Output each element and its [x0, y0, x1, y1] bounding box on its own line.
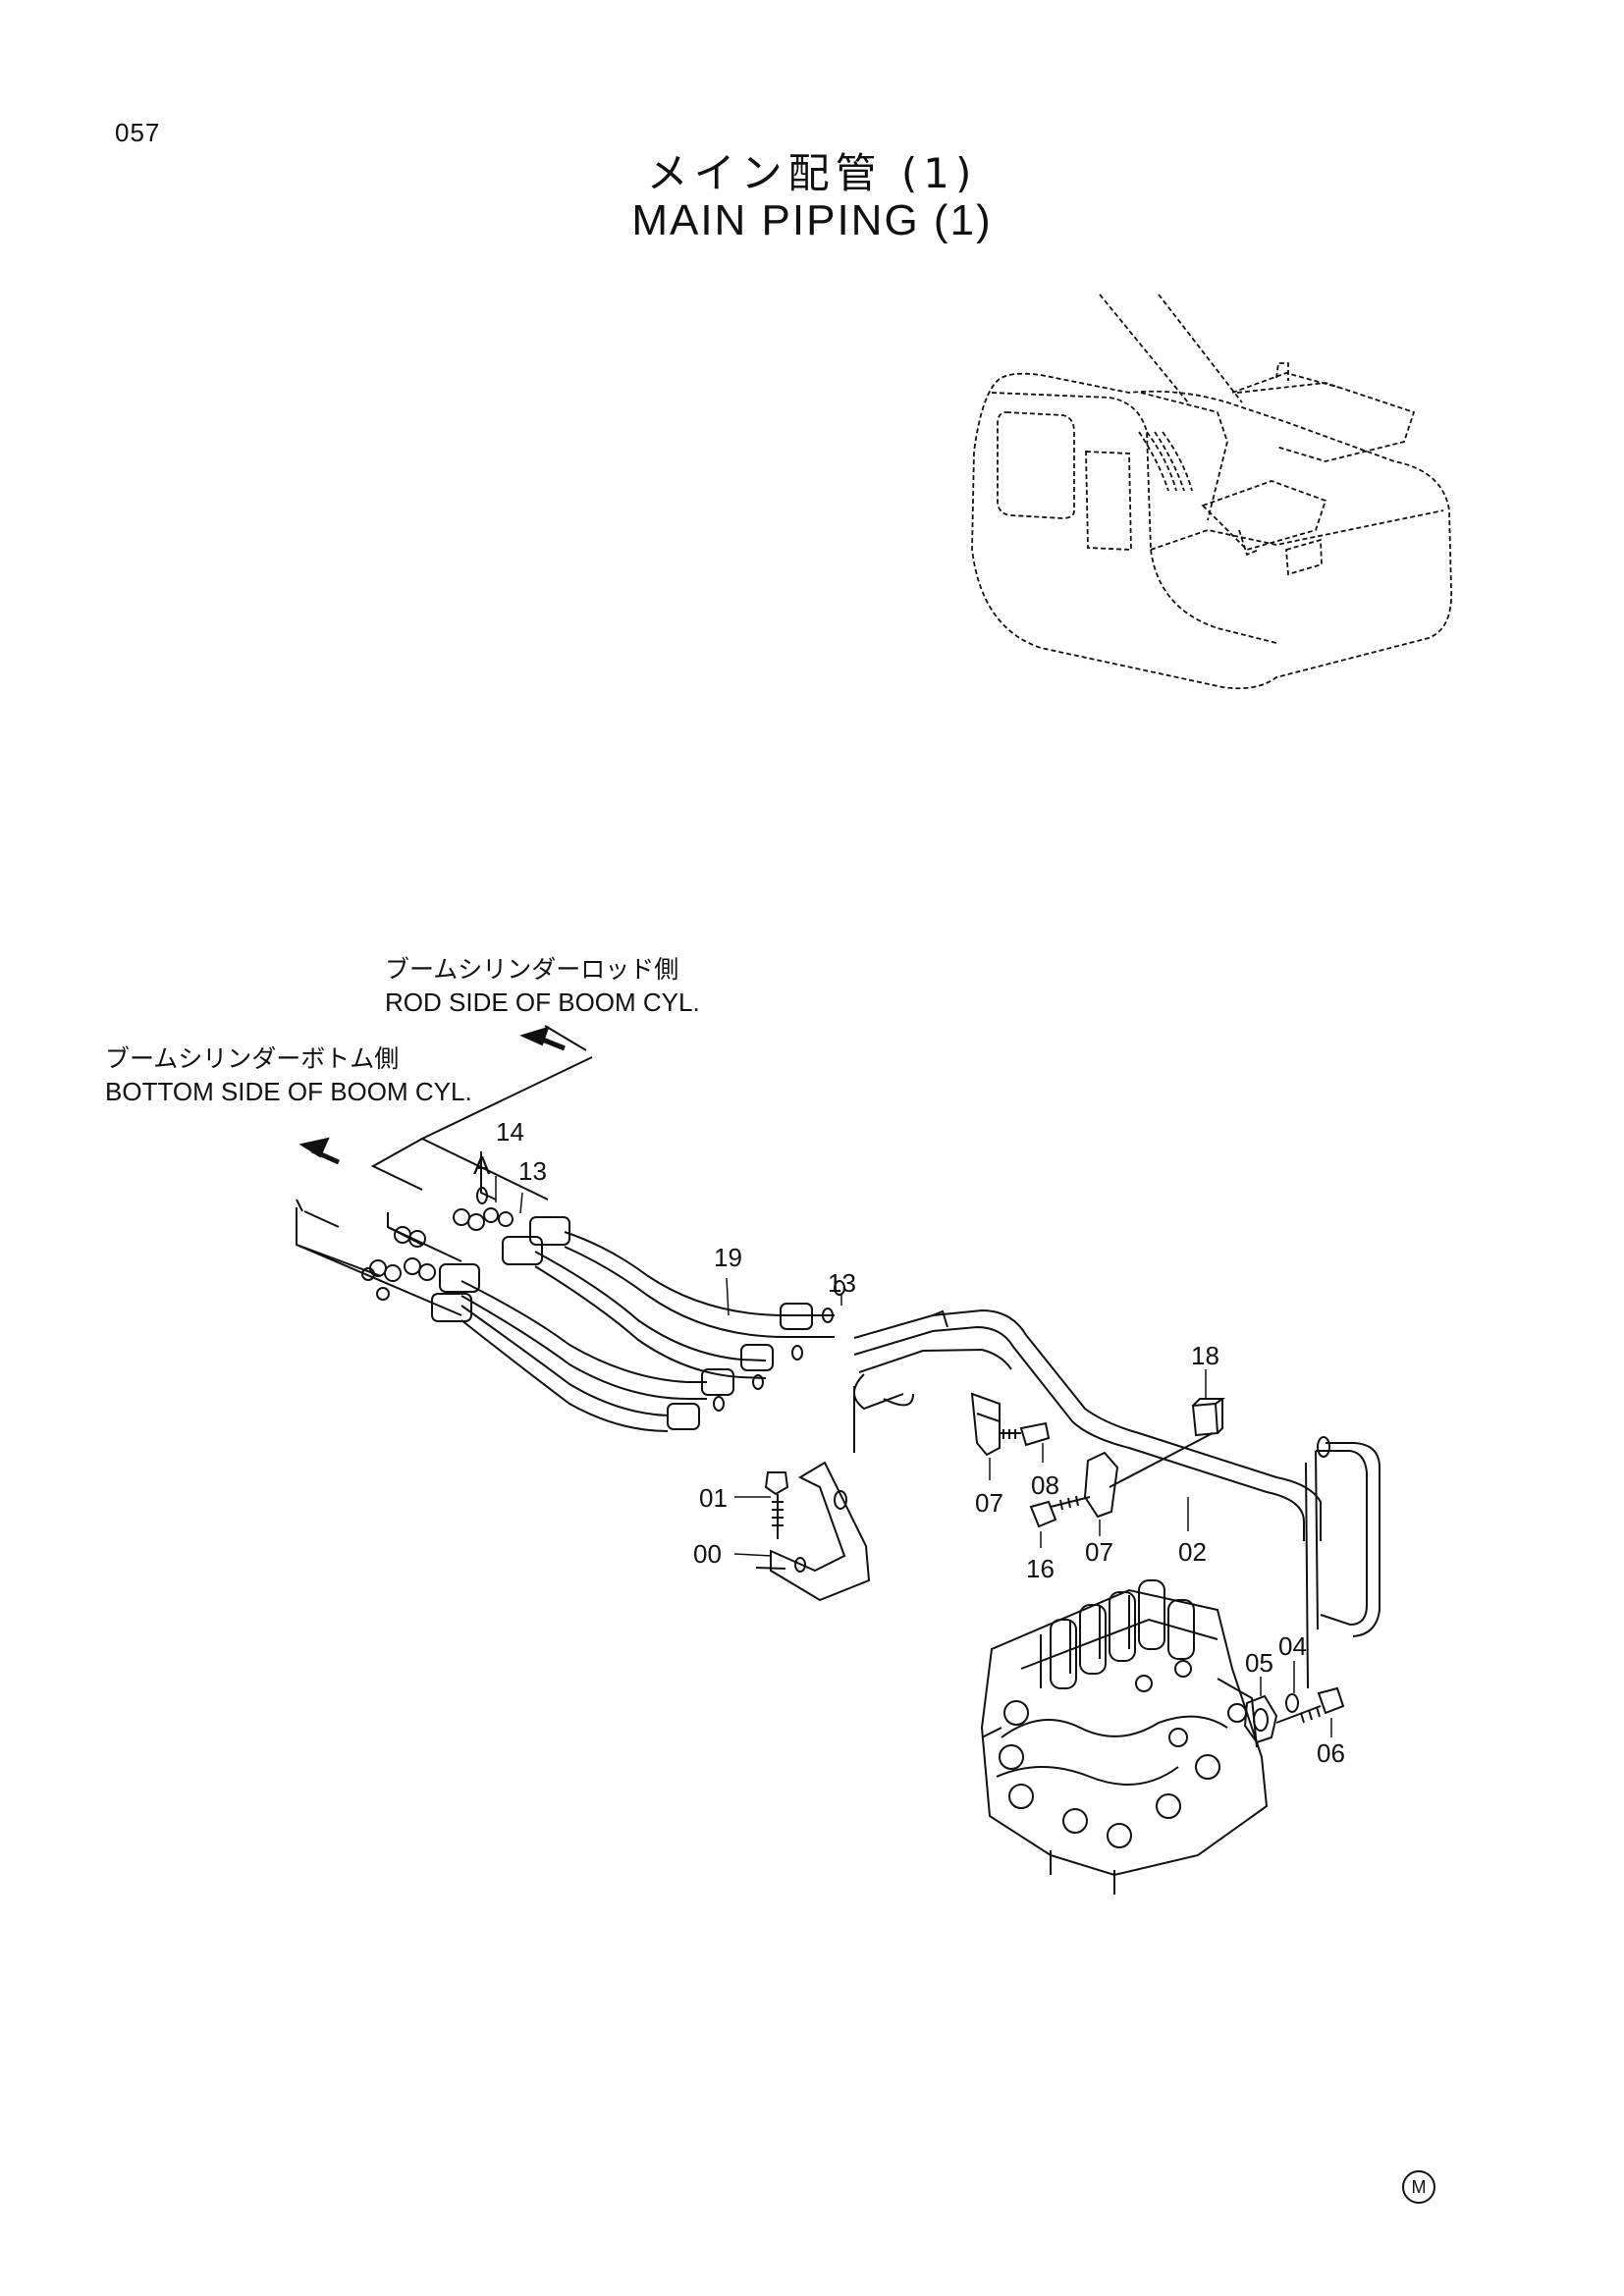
title-japanese: メイン配管 (1) — [646, 149, 978, 197]
bolt-08 — [1000, 1421, 1051, 1447]
destination-leaders — [296, 1025, 593, 1316]
callout-18: 18 — [1191, 1341, 1219, 1370]
label-rod-side-jp: ブームシリンダーロッド側 — [385, 955, 679, 984]
callout-07-b: 07 — [1085, 1537, 1113, 1567]
clamp-07-lower — [1083, 1451, 1119, 1519]
callout-07-a: 07 — [975, 1488, 1003, 1518]
bracket — [755, 1386, 871, 1602]
callout-numbers: 14 13 19 13 18 01 08 07 00 16 07 02 05 0… — [473, 1117, 1345, 1768]
callout-13-a: 13 — [518, 1156, 547, 1186]
label-bottom-side-en: BOTTOM SIDE OF BOOM CYL. — [105, 1077, 472, 1106]
footer-mark: M — [1402, 2170, 1435, 2204]
title-english: MAIN PIPING (1) — [631, 196, 993, 244]
callout-13-b: 13 — [828, 1268, 856, 1298]
flange-05 — [1243, 1694, 1278, 1744]
hose-assemblies — [460, 1231, 835, 1432]
hose-fittings — [361, 1187, 845, 1430]
label-bottom-side-jp: ブームシリンダーボトム側 — [105, 1044, 400, 1073]
label-rod-side-en: ROD SIDE OF BOOM CYL. — [385, 988, 700, 1017]
callout-06: 06 — [1317, 1738, 1345, 1768]
callout-04: 04 — [1278, 1631, 1307, 1661]
callout-05: 05 — [1245, 1648, 1273, 1678]
excavator-overview — [971, 294, 1452, 690]
bolt-06 — [1275, 1686, 1345, 1724]
control-valve — [980, 1579, 1269, 1895]
callout-08: 08 — [1031, 1470, 1059, 1500]
o-ring-04 — [1285, 1693, 1299, 1713]
block-18 — [1191, 1398, 1226, 1437]
callout-19: 19 — [714, 1243, 742, 1272]
callout-leaders — [495, 1176, 1332, 1737]
bolt-16 — [1029, 1495, 1091, 1528]
callout-16: 16 — [1026, 1554, 1055, 1583]
view-label-a: A — [473, 1150, 491, 1180]
steel-pipe — [853, 1308, 1380, 1689]
callout-00: 00 — [693, 1539, 722, 1569]
bolt-01 — [764, 1471, 789, 1539]
page-number: 057 — [115, 118, 161, 147]
callout-02: 02 — [1178, 1537, 1207, 1567]
clamp-07-upper — [970, 1392, 1001, 1457]
callout-01: 01 — [699, 1483, 728, 1513]
callout-14: 14 — [496, 1117, 524, 1147]
